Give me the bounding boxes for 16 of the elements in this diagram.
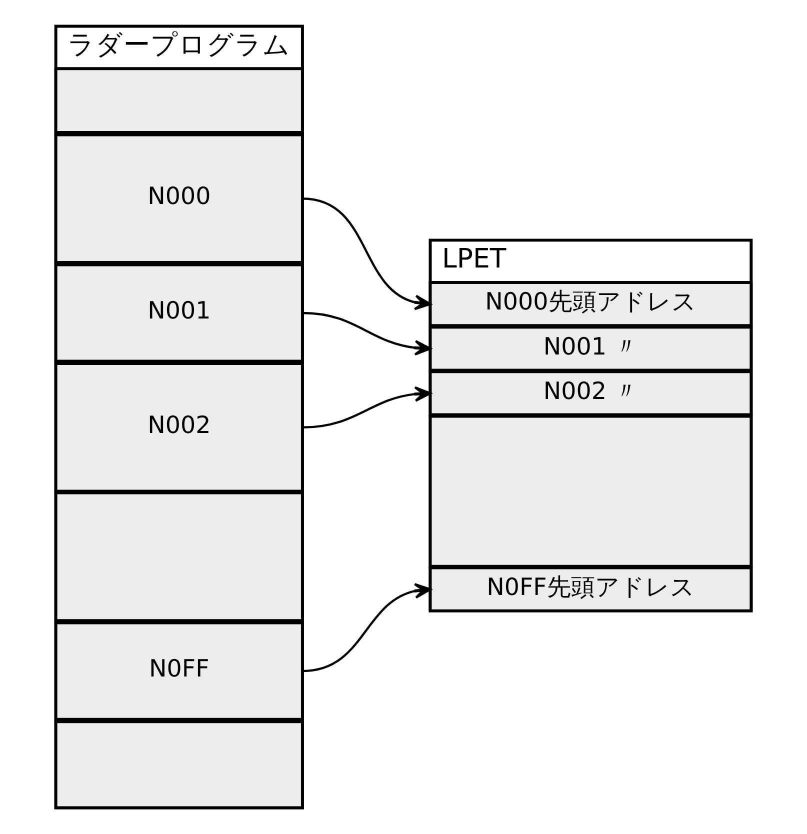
arrow <box>302 583 432 672</box>
node-box <box>54 491 304 622</box>
node-box: N000先頭アドレス <box>428 281 753 328</box>
node-box: N001 〃 <box>428 326 753 372</box>
node-box <box>54 67 304 134</box>
node-box: N000 <box>54 133 304 264</box>
node-box: N0FF先頭アドレス <box>428 566 753 612</box>
arrow <box>302 197 432 310</box>
node-box: N001 <box>54 263 304 363</box>
node-box <box>54 720 304 810</box>
node-box: N0FF <box>54 621 304 721</box>
arrow <box>302 386 432 429</box>
arrow <box>302 312 432 356</box>
node-box <box>428 414 753 568</box>
node-box: N002 〃 <box>428 370 753 416</box>
node-box: N002 <box>54 362 304 493</box>
